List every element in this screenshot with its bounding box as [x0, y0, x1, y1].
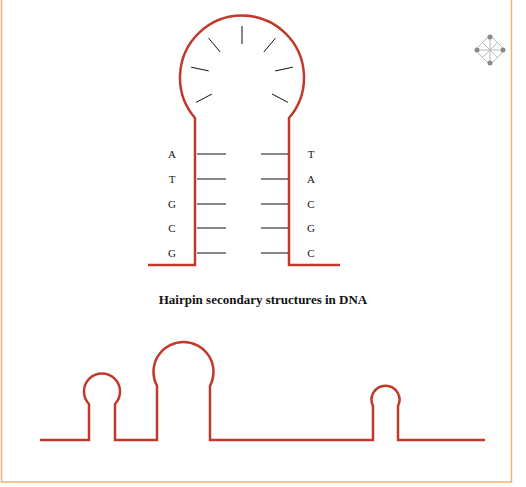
bond-line — [261, 228, 288, 229]
bond-line — [261, 204, 288, 205]
large-hairpin-strand — [148, 16, 340, 265]
loop-base-ticks — [191, 26, 293, 102]
bond-line — [197, 179, 226, 180]
nucleotide-letter: A — [168, 148, 176, 160]
loop-tick — [275, 67, 293, 71]
nucleotide-letter: A — [307, 173, 315, 185]
loop-tick — [191, 67, 209, 71]
bond-line — [261, 154, 288, 155]
diagram-title: Hairpin secondary structures in DNA — [159, 292, 367, 308]
frame-border — [2, 0, 512, 482]
nucleotide-letter: C — [307, 198, 314, 210]
loop-tick — [196, 94, 212, 102]
nucleotide-letter: G — [168, 198, 176, 210]
bond-line — [261, 179, 288, 180]
multi-hairpin-strand — [40, 342, 485, 440]
bond-line — [197, 253, 226, 254]
logo-mark — [475, 35, 506, 66]
nucleotide-letter: T — [308, 148, 315, 160]
bond-line — [197, 228, 226, 229]
nucleotide-letter: C — [168, 222, 175, 234]
bond-line — [261, 253, 288, 254]
loop-tick — [209, 38, 221, 52]
nucleotide-letter: G — [168, 247, 176, 259]
nucleotide-letter: T — [169, 173, 176, 185]
base-pair-bonds — [197, 154, 288, 253]
loop-tick — [264, 38, 276, 52]
bond-line — [197, 154, 226, 155]
loop-tick — [242, 26, 243, 44]
nucleotide-letter: G — [307, 222, 315, 234]
bond-line — [197, 204, 226, 205]
loop-tick — [272, 94, 288, 102]
nucleotide-letter: C — [307, 247, 314, 259]
